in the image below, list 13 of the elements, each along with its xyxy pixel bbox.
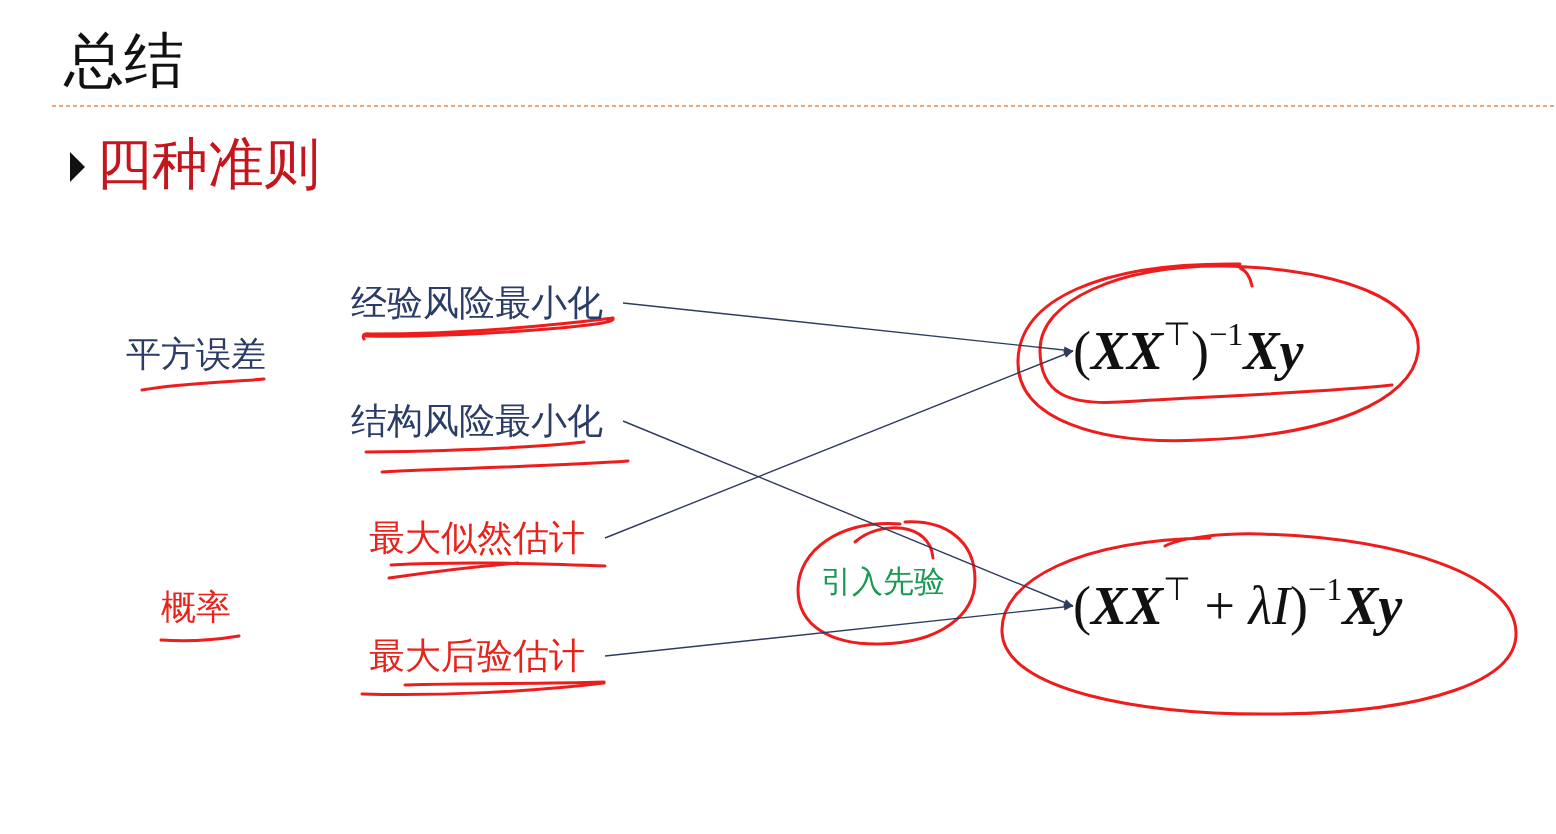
method-label: 结构风险最小化 bbox=[351, 403, 623, 439]
category-label: 概率 bbox=[161, 590, 231, 625]
section-heading: 四种准则 bbox=[96, 136, 320, 192]
arrow bbox=[604, 350, 1074, 539]
annotation-text: 引入先验 bbox=[821, 566, 945, 597]
method-label: 最大似然估计 bbox=[369, 520, 605, 556]
arrow bbox=[622, 302, 1074, 354]
arrow bbox=[622, 420, 1074, 607]
method-label: 最大后验估计 bbox=[369, 638, 605, 674]
category-label: 平方误差 bbox=[126, 337, 266, 372]
slide-title: 总结 bbox=[64, 30, 184, 90]
method-label: 经验风险最小化 bbox=[351, 285, 623, 321]
arrow bbox=[604, 603, 1074, 657]
